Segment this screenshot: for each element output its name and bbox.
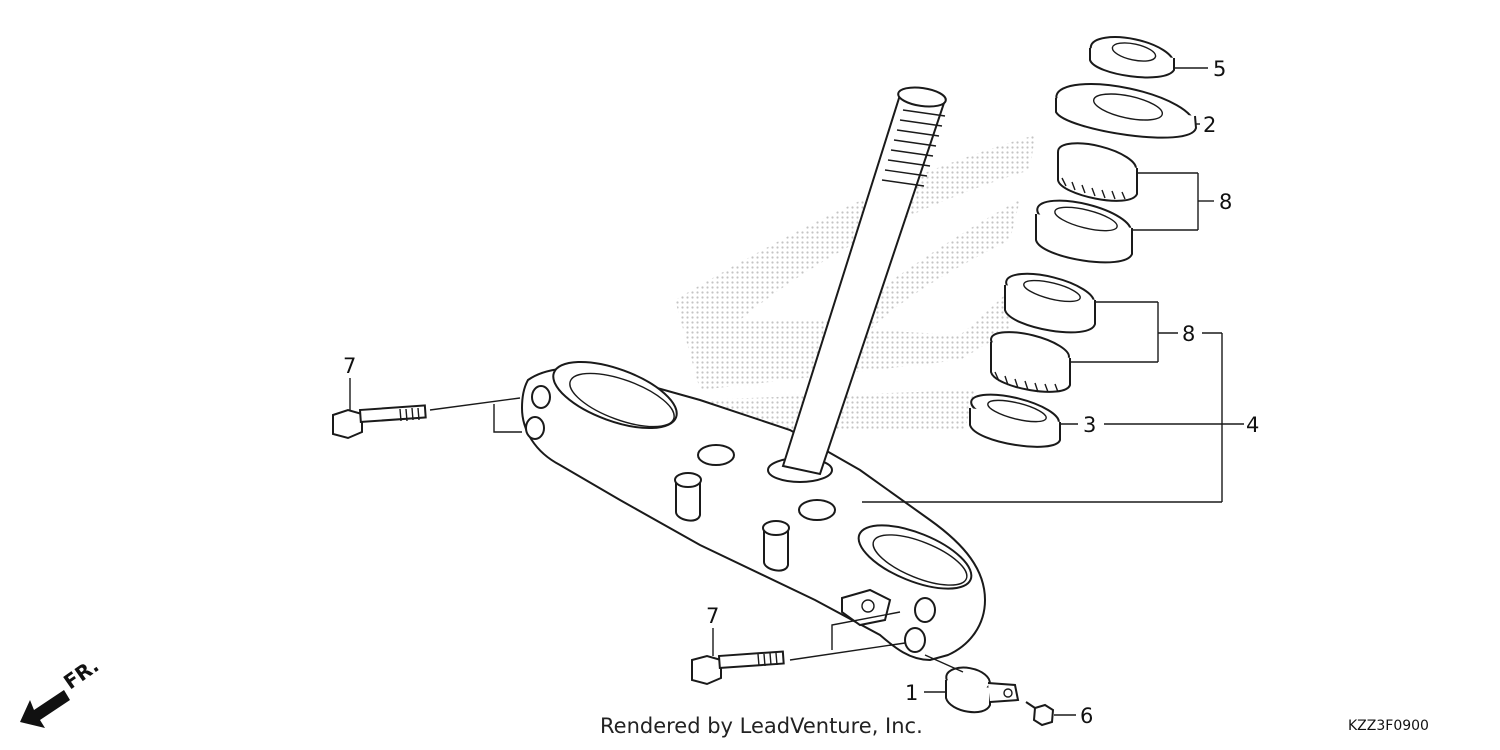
callout-6: 6	[1080, 704, 1093, 728]
dust-seal	[1055, 83, 1198, 139]
pinch-bolt-top	[332, 404, 427, 440]
front-direction-label: FR.	[59, 653, 103, 694]
callout-8-upper: 8	[1219, 190, 1232, 214]
callout-4: 4	[1246, 413, 1259, 437]
callout-3: 3	[1083, 413, 1096, 437]
clamp-screw	[1025, 701, 1055, 727]
callout-2: 2	[1203, 113, 1216, 137]
callout-1: 1	[905, 681, 918, 705]
upper-bearing-set	[1035, 142, 1138, 264]
pinch-bolt-bottom	[691, 650, 785, 686]
steering-stem	[520, 86, 987, 662]
lower-bearing-set	[990, 272, 1096, 393]
pipe-clamp	[945, 666, 1020, 714]
callout-7-lower: 7	[706, 604, 719, 628]
stem-nut	[1089, 36, 1175, 79]
render-credit: Rendered by LeadVenture, Inc.	[600, 714, 923, 738]
callout-8-middle: 8	[1182, 322, 1195, 346]
callout-5: 5	[1213, 57, 1226, 81]
front-direction-arrow-icon	[20, 690, 70, 728]
leader-lines	[349, 67, 1244, 716]
callout-7-upper: 7	[343, 354, 356, 378]
diagram-code: KZZ3F0900	[1348, 718, 1429, 734]
lower-dust-seal	[969, 393, 1061, 448]
